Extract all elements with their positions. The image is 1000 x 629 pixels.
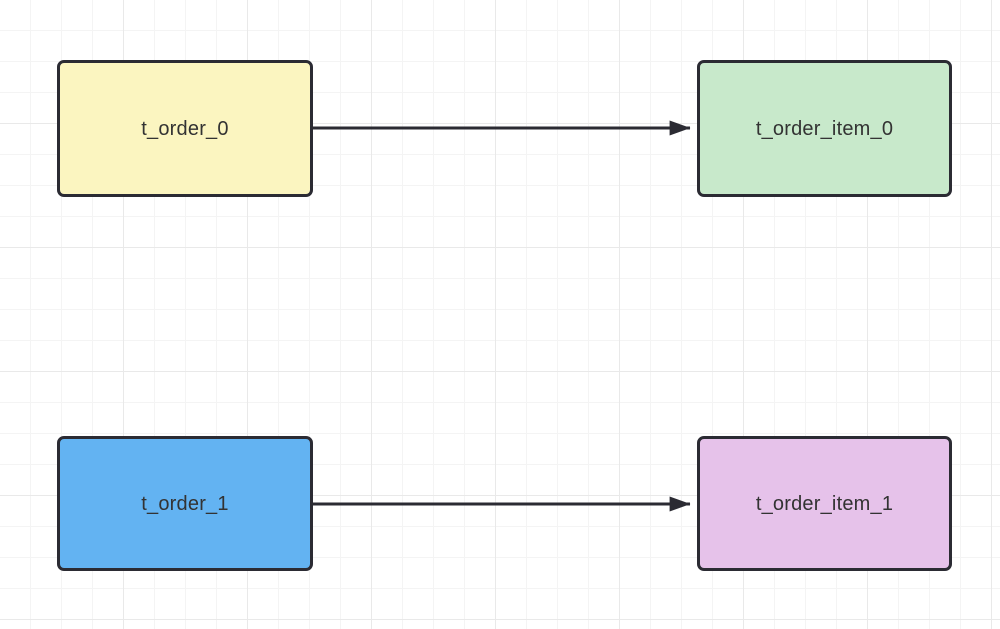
node-t-order-item-1[interactable]: t_order_item_1	[697, 436, 952, 571]
node-label: t_order_item_1	[755, 492, 894, 515]
node-label: t_order_1	[141, 492, 229, 515]
node-label: t_order_item_0	[755, 117, 894, 140]
node-t-order-item-0[interactable]: t_order_item_0	[697, 60, 952, 197]
node-t-order-1[interactable]: t_order_1	[57, 436, 313, 571]
node-t-order-0[interactable]: t_order_0	[57, 60, 313, 197]
node-label: t_order_0	[141, 117, 229, 140]
